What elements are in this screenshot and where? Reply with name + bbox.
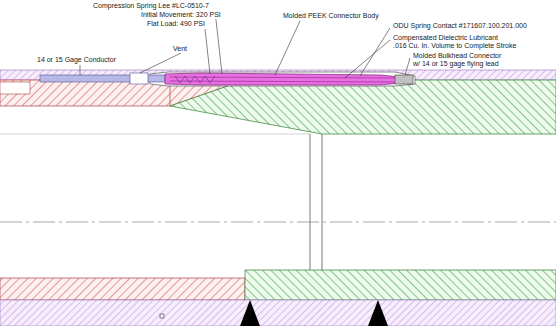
bore-line <box>0 134 310 135</box>
spring <box>175 76 215 83</box>
seal-triangle <box>240 300 260 326</box>
callout-label: Compensated Dielectric Lubricant <box>392 34 499 42</box>
callout-label: Vent <box>172 45 188 53</box>
small-mark <box>160 314 164 318</box>
leader-line <box>140 53 181 73</box>
seal-triangle <box>368 300 388 326</box>
leader-line <box>405 58 410 75</box>
peek-connector-body <box>165 73 400 85</box>
callout-label: ODU Spring Contact #171607.100.201.000 <box>392 22 528 30</box>
leader-line <box>80 65 81 75</box>
bore-step <box>322 134 323 270</box>
vent-port <box>130 73 148 84</box>
callout-label: 14 or 15 Gage Conductor <box>36 56 117 64</box>
callout-label: Initial Movement: 320 PSI <box>140 11 222 19</box>
notch <box>0 82 30 94</box>
callout-label: Compression Spring Lee #LC-0510-7 <box>92 2 210 10</box>
contact-line <box>170 81 395 82</box>
leader-line <box>360 28 390 76</box>
green-body-lower <box>245 270 556 300</box>
center-line <box>0 222 556 223</box>
pink-body-lower <box>0 278 245 300</box>
green-body-upper <box>170 80 556 134</box>
callout-label: w/ 14 or 15 gage flying lead <box>412 60 500 68</box>
leader-line <box>215 11 222 74</box>
outer-tube <box>0 300 556 326</box>
callout-label: Molded PEEK Connector Body <box>282 12 380 20</box>
cavity <box>150 72 415 86</box>
leader-line <box>275 21 300 75</box>
bulkhead-connector <box>395 75 413 84</box>
bore-step <box>310 134 311 270</box>
callout-label: .016 Cu. In. Volume to Complete Stroke <box>392 42 517 50</box>
leader-line <box>205 29 210 74</box>
callout-label: Flat Load: 490 PSI <box>146 20 206 28</box>
leader-line <box>345 40 390 78</box>
callout-label: Molded Bulkhead Connector <box>412 52 502 60</box>
